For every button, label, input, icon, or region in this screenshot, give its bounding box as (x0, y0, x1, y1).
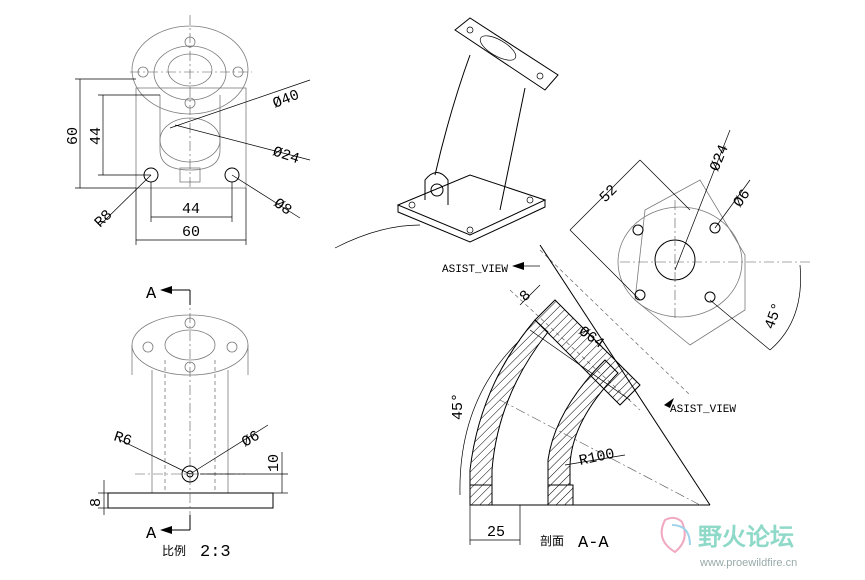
watermark-text: 野火论坛 (698, 523, 794, 551)
dim-dia-24: Ø24 (270, 144, 301, 169)
dim-dia-40: Ø40 (271, 87, 302, 113)
dim-52: 52 (597, 182, 622, 207)
dim-r100: R100 (578, 446, 617, 470)
dim-dia-8: Ø8 (270, 195, 295, 219)
isometric-view (334, 17, 559, 249)
front-base-plate (107, 492, 274, 509)
section-top-flange (534, 299, 641, 406)
aux-label-bottom: ASIST_VIEW (670, 404, 736, 416)
front-hole (181, 465, 199, 483)
section-base-right (547, 484, 574, 506)
section-base-left (469, 484, 493, 506)
iso-tube-left (434, 54, 471, 176)
iso-top-flange (454, 17, 559, 91)
dim-60-horizontal: 60 (182, 224, 200, 241)
scale-label: 比例 (162, 544, 186, 558)
iso-lug (424, 172, 449, 205)
front-bore-ellipse (164, 329, 216, 361)
dim-r8: R8 (92, 207, 117, 232)
aux-label-top: ASIST_VIEW (442, 264, 508, 276)
dim-60-vertical: 60 (65, 127, 82, 145)
section-mark-bottom: A (146, 525, 157, 544)
front-view: A A R6 Ø6 10 8 比例 2:3 (88, 285, 288, 562)
section-mark-top: A (146, 285, 157, 304)
dim-angle-45-section: 45° (450, 393, 467, 420)
aux-angle-arc (769, 264, 801, 351)
dim-r6: R6 (111, 429, 133, 451)
dim-44-vertical: 44 (88, 127, 105, 145)
watermark: 野火论坛 www.proewildfire.cn (660, 516, 797, 569)
dim-angle-45-aux: 45° (762, 301, 787, 332)
iso-base-plate (396, 174, 547, 236)
iso-leader (334, 224, 421, 249)
aux-view: ASIST_VIEW ASIST_VIEW 52 Ø24 Ø6 45° (442, 129, 810, 416)
scale-value: 2:3 (200, 543, 231, 562)
dim-10: 10 (266, 454, 283, 472)
section-caption-value: A-A (578, 534, 609, 553)
section-view: 8 Ø64 45° R100 25 剖面 A-A (450, 244, 711, 553)
dim-25: 25 (487, 524, 505, 541)
dim-8-front: 8 (88, 498, 105, 507)
watermark-logo-icon (660, 516, 686, 554)
section-outer-wall (469, 319, 549, 486)
dim-dia-24-aux: Ø24 (707, 142, 733, 173)
dim-dia-6-front: Ø6 (239, 428, 263, 452)
dim-44-horizontal: 44 (182, 201, 200, 218)
iso-tube-right (499, 87, 526, 211)
top-base-plate (135, 87, 247, 189)
section-caption-label: 剖面 (540, 534, 564, 548)
top-tube (159, 95, 221, 171)
dim-dia-6-aux: Ø6 (730, 186, 754, 211)
aux-body (634, 179, 746, 346)
top-view: 60 44 44 60 Ø40 Ø24 Ø8 R8 (65, 15, 311, 245)
dim-8-section: 8 (517, 287, 535, 305)
watermark-url: www.proewildfire.cn (699, 557, 797, 569)
